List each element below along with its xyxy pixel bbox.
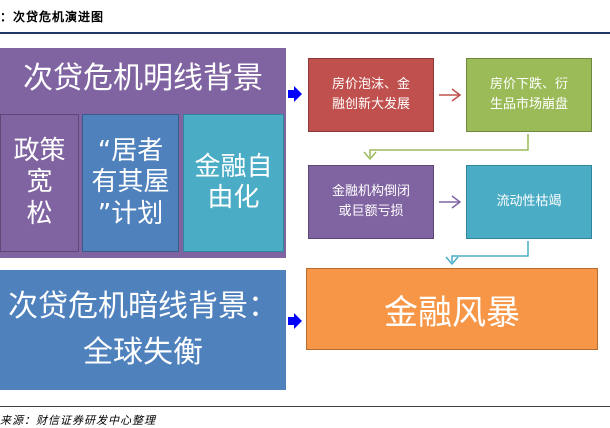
- arrow-right-icon: [439, 195, 462, 209]
- bottom-rule: [0, 406, 610, 407]
- liquidity-drain-label: 流动性枯竭: [496, 193, 562, 209]
- housing-bubble-box: 房价泡沫、金 融创新大发展: [308, 58, 434, 132]
- homeownership-plan-box: “居者 有其屋 ”计划: [82, 114, 179, 252]
- implicit-background-label: 次贷危机暗线背景： 全球失衡: [8, 288, 278, 371]
- top-rule: [0, 32, 610, 34]
- implicit-background-box: 次贷危机暗线背景： 全球失衡: [0, 270, 286, 390]
- financial-liberalization-label: 金融自 由化: [194, 151, 273, 213]
- figure-title: ：次贷危机演进图: [0, 10, 105, 24]
- policy-easing-box: 政策宽 松: [0, 114, 79, 252]
- explicit-background-title: 次贷危机明线背景: [0, 48, 286, 110]
- liquidity-drain-box: 流动性枯竭: [466, 165, 592, 239]
- institution-failures-box: 金融机构倒闭 或巨额亏损: [308, 165, 434, 239]
- housing-bubble-label: 房价泡沫、金 融创新大发展: [331, 76, 410, 112]
- elbow-arrow-icon: [445, 241, 529, 266]
- institution-failures-label: 金融机构倒闭 或巨额亏损: [331, 183, 410, 219]
- source-note: 来源：财信证券研发中心整理: [0, 414, 156, 427]
- derivatives-collapse-label: 房价下跌、衍 生品市场崩盘: [489, 76, 568, 112]
- explicit-background-title-text: 次贷危机明线背景: [23, 61, 263, 97]
- financial-storm-label: 金融风暴: [384, 292, 520, 333]
- arrow-right-icon: [439, 88, 462, 102]
- arrow-right-icon: [288, 313, 302, 329]
- financial-storm-box: 金融风暴: [306, 268, 598, 350]
- homeownership-plan-label: “居者 有其屋 ”计划: [91, 136, 170, 229]
- financial-liberalization-box: 金融自 由化: [183, 114, 284, 252]
- policy-easing-label: 政策宽 松: [13, 136, 66, 229]
- elbow-arrow-icon: [363, 134, 529, 161]
- arrow-right-icon: [288, 86, 302, 102]
- derivatives-collapse-box: 房价下跌、衍 生品市场崩盘: [466, 58, 592, 132]
